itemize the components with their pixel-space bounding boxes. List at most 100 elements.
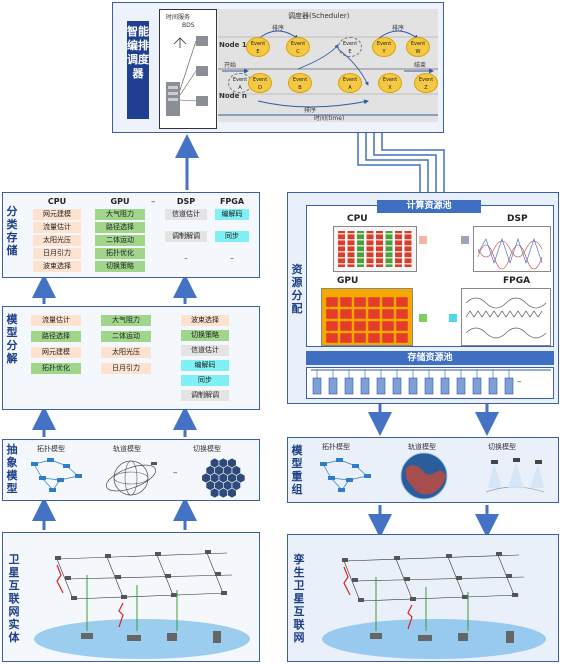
cpu-bar-stripe — [376, 263, 383, 265]
gpu-block — [325, 296, 339, 308]
twin-network-illustration — [322, 552, 546, 659]
cpu-bar-stripe — [376, 245, 383, 247]
cpu-bar-stripe — [338, 239, 345, 241]
regroup-label: 模型重组 — [291, 444, 303, 496]
buffer-label: 时间服务 — [166, 14, 191, 21]
storage-disk — [456, 377, 466, 395]
storage-disk — [472, 377, 482, 395]
gpu-block — [381, 308, 395, 320]
cpu-bar-stripe — [347, 239, 355, 241]
cpu-bar-stripe — [366, 257, 374, 259]
connector-square-4 — [449, 314, 457, 322]
gpu-block — [367, 332, 381, 344]
cpu-bar — [385, 231, 393, 267]
storage-disk — [344, 377, 354, 395]
regroup-model-topology: 拓扑模型 — [322, 443, 350, 451]
storage-disk — [488, 377, 498, 395]
classify-item: 日月引力 — [33, 248, 81, 259]
event-line1: Event — [418, 77, 434, 83]
cpu-bar-stripe — [366, 251, 374, 253]
compute-pool-bar: 计算资源池 — [377, 200, 481, 213]
gpu-title: GPU — [337, 276, 359, 286]
event-line2: D — [258, 85, 262, 91]
decomp-item: 编解码 — [181, 360, 229, 371]
cpu-bar-stripe — [404, 245, 412, 247]
cpu-bar-stripe — [366, 233, 374, 235]
event-line1: Event — [410, 41, 426, 47]
cpu-bar-stripe — [357, 245, 364, 247]
server-rack-box: 时间服务 BDS — [159, 9, 217, 129]
arrange-label-1: 排序 — [272, 25, 285, 32]
gpu-block — [353, 296, 367, 308]
storage-disk — [408, 377, 418, 395]
event-line2: A — [238, 85, 242, 91]
gpu-block — [367, 320, 381, 332]
classify-item: 调制解调 — [165, 231, 207, 242]
cpu-title: CPU — [347, 214, 368, 224]
gpu-block — [325, 320, 339, 332]
storage-dash: – — [517, 377, 522, 387]
storage-disk — [424, 377, 434, 395]
cpu-bar-stripe — [385, 245, 393, 247]
classify-item: 编解码 — [215, 209, 249, 220]
regroup-topology-icon — [320, 458, 371, 492]
regroup-model-orbit: 轨道模型 — [408, 443, 436, 451]
storage-disk — [360, 377, 370, 395]
cpu-bar-stripe — [404, 233, 412, 235]
decomp-item: 太阳光压 — [101, 347, 151, 358]
classify-dash: – — [151, 197, 156, 207]
abstract-model-orbit: 轨道模型 — [113, 445, 141, 453]
scheduler-title: 智能编排调度器 — [127, 25, 149, 80]
event-line2: A — [348, 85, 352, 91]
cpu-bar-stripe — [385, 233, 393, 235]
decomp-item: 日月引力 — [101, 363, 151, 374]
cpu-bar-stripe — [395, 263, 402, 265]
cpu-bar-stripe — [376, 239, 383, 241]
gpu-block — [339, 320, 353, 332]
dsp-panel — [473, 226, 551, 272]
event-line1: Event — [382, 77, 398, 83]
cpu-panel — [333, 226, 417, 272]
gpu-block — [367, 308, 381, 320]
gpu-block — [353, 332, 367, 344]
gpu-panel — [321, 288, 413, 346]
classify-item: 路径选择 — [95, 222, 145, 233]
classify-col-head-2: DSP — [176, 197, 196, 206]
abstract-label: 抽象模型 — [6, 443, 18, 495]
abstract-panel: 抽象模型 拓扑模型 轨道模型 切换模型 – — [2, 439, 260, 501]
gpu-block — [395, 308, 409, 320]
cpu-bar-stripe — [366, 245, 374, 247]
cpu-bar-stripe — [338, 263, 345, 265]
event-line1: Event — [250, 41, 266, 47]
server-rack-icon — [166, 36, 208, 116]
scheduler-panel: 智能编排调度器 时间服务 BDS 调度器(Scheduler) — [112, 2, 444, 133]
cpu-bar-stripe — [395, 251, 402, 253]
gpu-block — [381, 296, 395, 308]
cpu-bar — [395, 231, 402, 267]
cpu-bar — [404, 231, 412, 267]
classify-label: 分类存储 — [6, 205, 18, 257]
dsp-title: DSP — [507, 214, 528, 224]
cpu-bar-graphic — [338, 231, 412, 267]
handover-hex-icon — [201, 457, 245, 498]
decomp-item: 信道估计 — [181, 345, 229, 356]
cpu-bar — [338, 231, 345, 267]
cpu-bar — [376, 231, 383, 267]
fpga-wave-graphic — [465, 297, 547, 339]
gpu-block — [381, 320, 395, 332]
cpu-bar-stripe — [404, 251, 412, 253]
end-label: 结束 — [414, 62, 427, 69]
storage-pool-bar: 存储资源池 — [306, 351, 554, 365]
earth-icon — [400, 452, 448, 500]
scheduler-timeline-graphic — [218, 30, 438, 116]
cpu-bar-stripe — [357, 251, 364, 253]
decomp-item: 波束选择 — [181, 315, 229, 326]
gpu-block — [353, 308, 367, 320]
cpu-bar-stripe — [338, 251, 345, 253]
arrange-label-2: 排序 — [392, 25, 405, 32]
decomp-item: 二体运动 — [101, 331, 151, 342]
